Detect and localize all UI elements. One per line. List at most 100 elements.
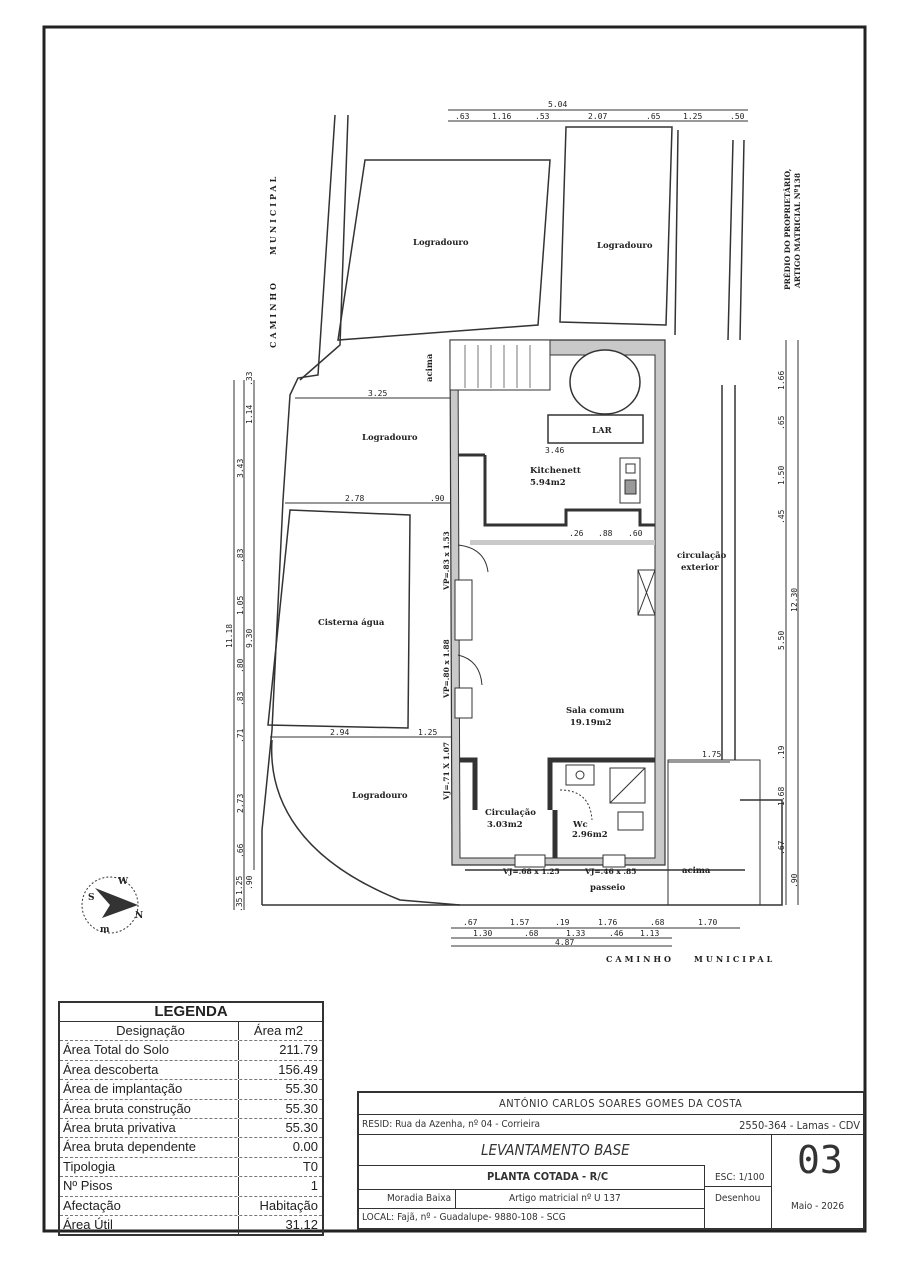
compass-s: S [88, 893, 95, 903]
legend-row: Área bruta construção 55.30 [60, 1099, 322, 1119]
dim-left-mid-7: .71 [236, 728, 245, 743]
label-circulacao-exterior-1: circulação [677, 550, 727, 561]
dim-right-4: .45 [777, 509, 786, 524]
dim-left-mid-6: .83 [236, 691, 245, 706]
dim-top-2: 1.16 [492, 112, 511, 121]
label-circulacao-exterior-2: exterior [681, 563, 719, 573]
legend-header-area: Área m2 [253, 1023, 304, 1038]
opening-vp2: VP=.80 x 1.88 [442, 639, 451, 699]
dim-left-outer-2: 11.18 [225, 624, 234, 648]
legend-value: 55.30 [285, 1119, 318, 1135]
legend-label: Área Útil [60, 1215, 239, 1235]
house-walls [449, 339, 666, 868]
legend-value: 156.49 [278, 1061, 318, 1077]
legend-label: Área de implantação [60, 1080, 239, 1099]
dim-325: 3.25 [368, 389, 387, 398]
legend-value: 55.30 [285, 1100, 318, 1116]
room-kitchenett-area: 5.94m2 [530, 478, 566, 488]
legend-label: Tipologia [60, 1157, 239, 1177]
dim-bottom-r1-1: .67 [463, 918, 478, 927]
room-circulacao-area: 3.03m2 [487, 820, 523, 830]
dim-bottom-r1-6: 1.70 [698, 918, 717, 927]
room-logradouro-top-right: Logradouro [597, 241, 653, 251]
dim-bottom-r2-3: 1.33 [566, 929, 585, 938]
dim-bottom-r1-2: 1.57 [510, 918, 529, 927]
street-left-caminho: CAMINHO [268, 280, 278, 348]
dim-bottom-r2-2: .68 [524, 929, 539, 938]
dim-top-7: .50 [730, 112, 745, 121]
drawn-by: Desenhou [715, 1193, 761, 1204]
dim-bottom-r2-1: 1.30 [473, 929, 492, 938]
legend-label: Afectação [60, 1196, 239, 1215]
project-title: LEVANTAMENTO BASE [481, 1141, 630, 1159]
dim-bottom-r2-5: 1.13 [640, 929, 659, 938]
building-type: Moradia Baixa [387, 1193, 452, 1204]
dim-left-mid-3: .83 [236, 548, 245, 563]
dim-right-1: 1.66 [777, 371, 786, 390]
dim-left-mid-4: 1.05 [236, 596, 245, 615]
dim-left-mid-9: .66 [236, 843, 245, 858]
legend-title: LEGENDA [60, 1003, 322, 1022]
room-circulacao-name: Circulação [485, 807, 536, 818]
opening-vj-bottom2: VJ=.46 x .85 [584, 867, 636, 876]
sheet-number: 03 [797, 1138, 843, 1182]
dim-125: 1.25 [418, 728, 437, 737]
north-compass: S N W m [81, 876, 143, 935]
label-passeio: passeio [590, 883, 626, 893]
room-wc-name: Wc [572, 820, 588, 830]
dim-090: .90 [430, 494, 445, 503]
dim-right-2: .65 [777, 415, 786, 430]
legend-value: 55.30 [285, 1081, 318, 1097]
residence-address: RESID: Rua da Azenha, nº 04 - Corrieira [362, 1119, 541, 1130]
dim-bottom-r1-3: .19 [555, 918, 570, 927]
room-logradouro-bottom: Logradouro [352, 791, 408, 801]
dim-026: .26 [569, 529, 584, 538]
dim-top-5: .65 [646, 112, 661, 121]
compass-n: N [135, 911, 143, 921]
title-block: ANTÓNIO CARLOS SOARES GOMES DA COSTA RES… [357, 1091, 865, 1230]
room-kitchenett-name: Kitchenett [530, 466, 581, 476]
dim-right-9: .67 [777, 840, 786, 855]
opening-vj-bottom1: VJ=.68 x 1.25 [502, 867, 560, 876]
legend-value: 1 [310, 1178, 318, 1194]
plot-outline [261, 114, 783, 906]
dim-left-mid-11: 9.30 [245, 629, 254, 648]
legend-label: Nº Pisos [60, 1177, 239, 1196]
room-sala-name: Sala comum [566, 706, 624, 716]
legend-header-row: Designação Área m2 [60, 1022, 322, 1042]
dim-294: 2.94 [330, 728, 349, 737]
dim-left-mid-10: .90 [245, 875, 254, 890]
dim-right-7: .19 [777, 745, 786, 760]
dim-bottom-r2-4: .46 [609, 929, 624, 938]
dim-278: 2.78 [345, 494, 364, 503]
legend-label: Área bruta construção [60, 1099, 239, 1118]
room-cisterna: Cisterna água [318, 617, 385, 628]
dim-top-1: .63 [455, 112, 470, 121]
street-bottom-municipal: MUNICIPAL [694, 954, 775, 964]
dim-left-mid-8: 2.73 [236, 794, 245, 813]
dim-top-3: .53 [535, 112, 550, 121]
legend-label: Área Total do Solo [60, 1041, 239, 1060]
room-wc-area: 2.96m2 [572, 830, 608, 840]
compass-w: W [117, 877, 129, 887]
legend-value: T0 [302, 1158, 318, 1174]
dim-left-mid-5: .80 [236, 658, 245, 673]
room-lar: LAR [592, 426, 613, 436]
dim-right-5: 5.50 [777, 631, 786, 650]
dim-top-6: 1.25 [683, 112, 702, 121]
room-logradouro-top-left: Logradouro [413, 238, 469, 248]
dim-left-outer-4: .33 [245, 371, 254, 386]
dim-right-10: .90 [790, 873, 799, 888]
dim-175: 1.75 [702, 750, 721, 759]
legend-label: Área bruta dependente [60, 1138, 239, 1157]
label-acima-bottom: acima [682, 866, 711, 876]
owner-name: ANTÓNIO CARLOS SOARES GOMES DA COSTA [499, 1097, 743, 1110]
compass-m: m [100, 925, 110, 935]
location: LOCAL: Fajã, nº - Guadalupe- 9880-108 - … [362, 1212, 566, 1223]
